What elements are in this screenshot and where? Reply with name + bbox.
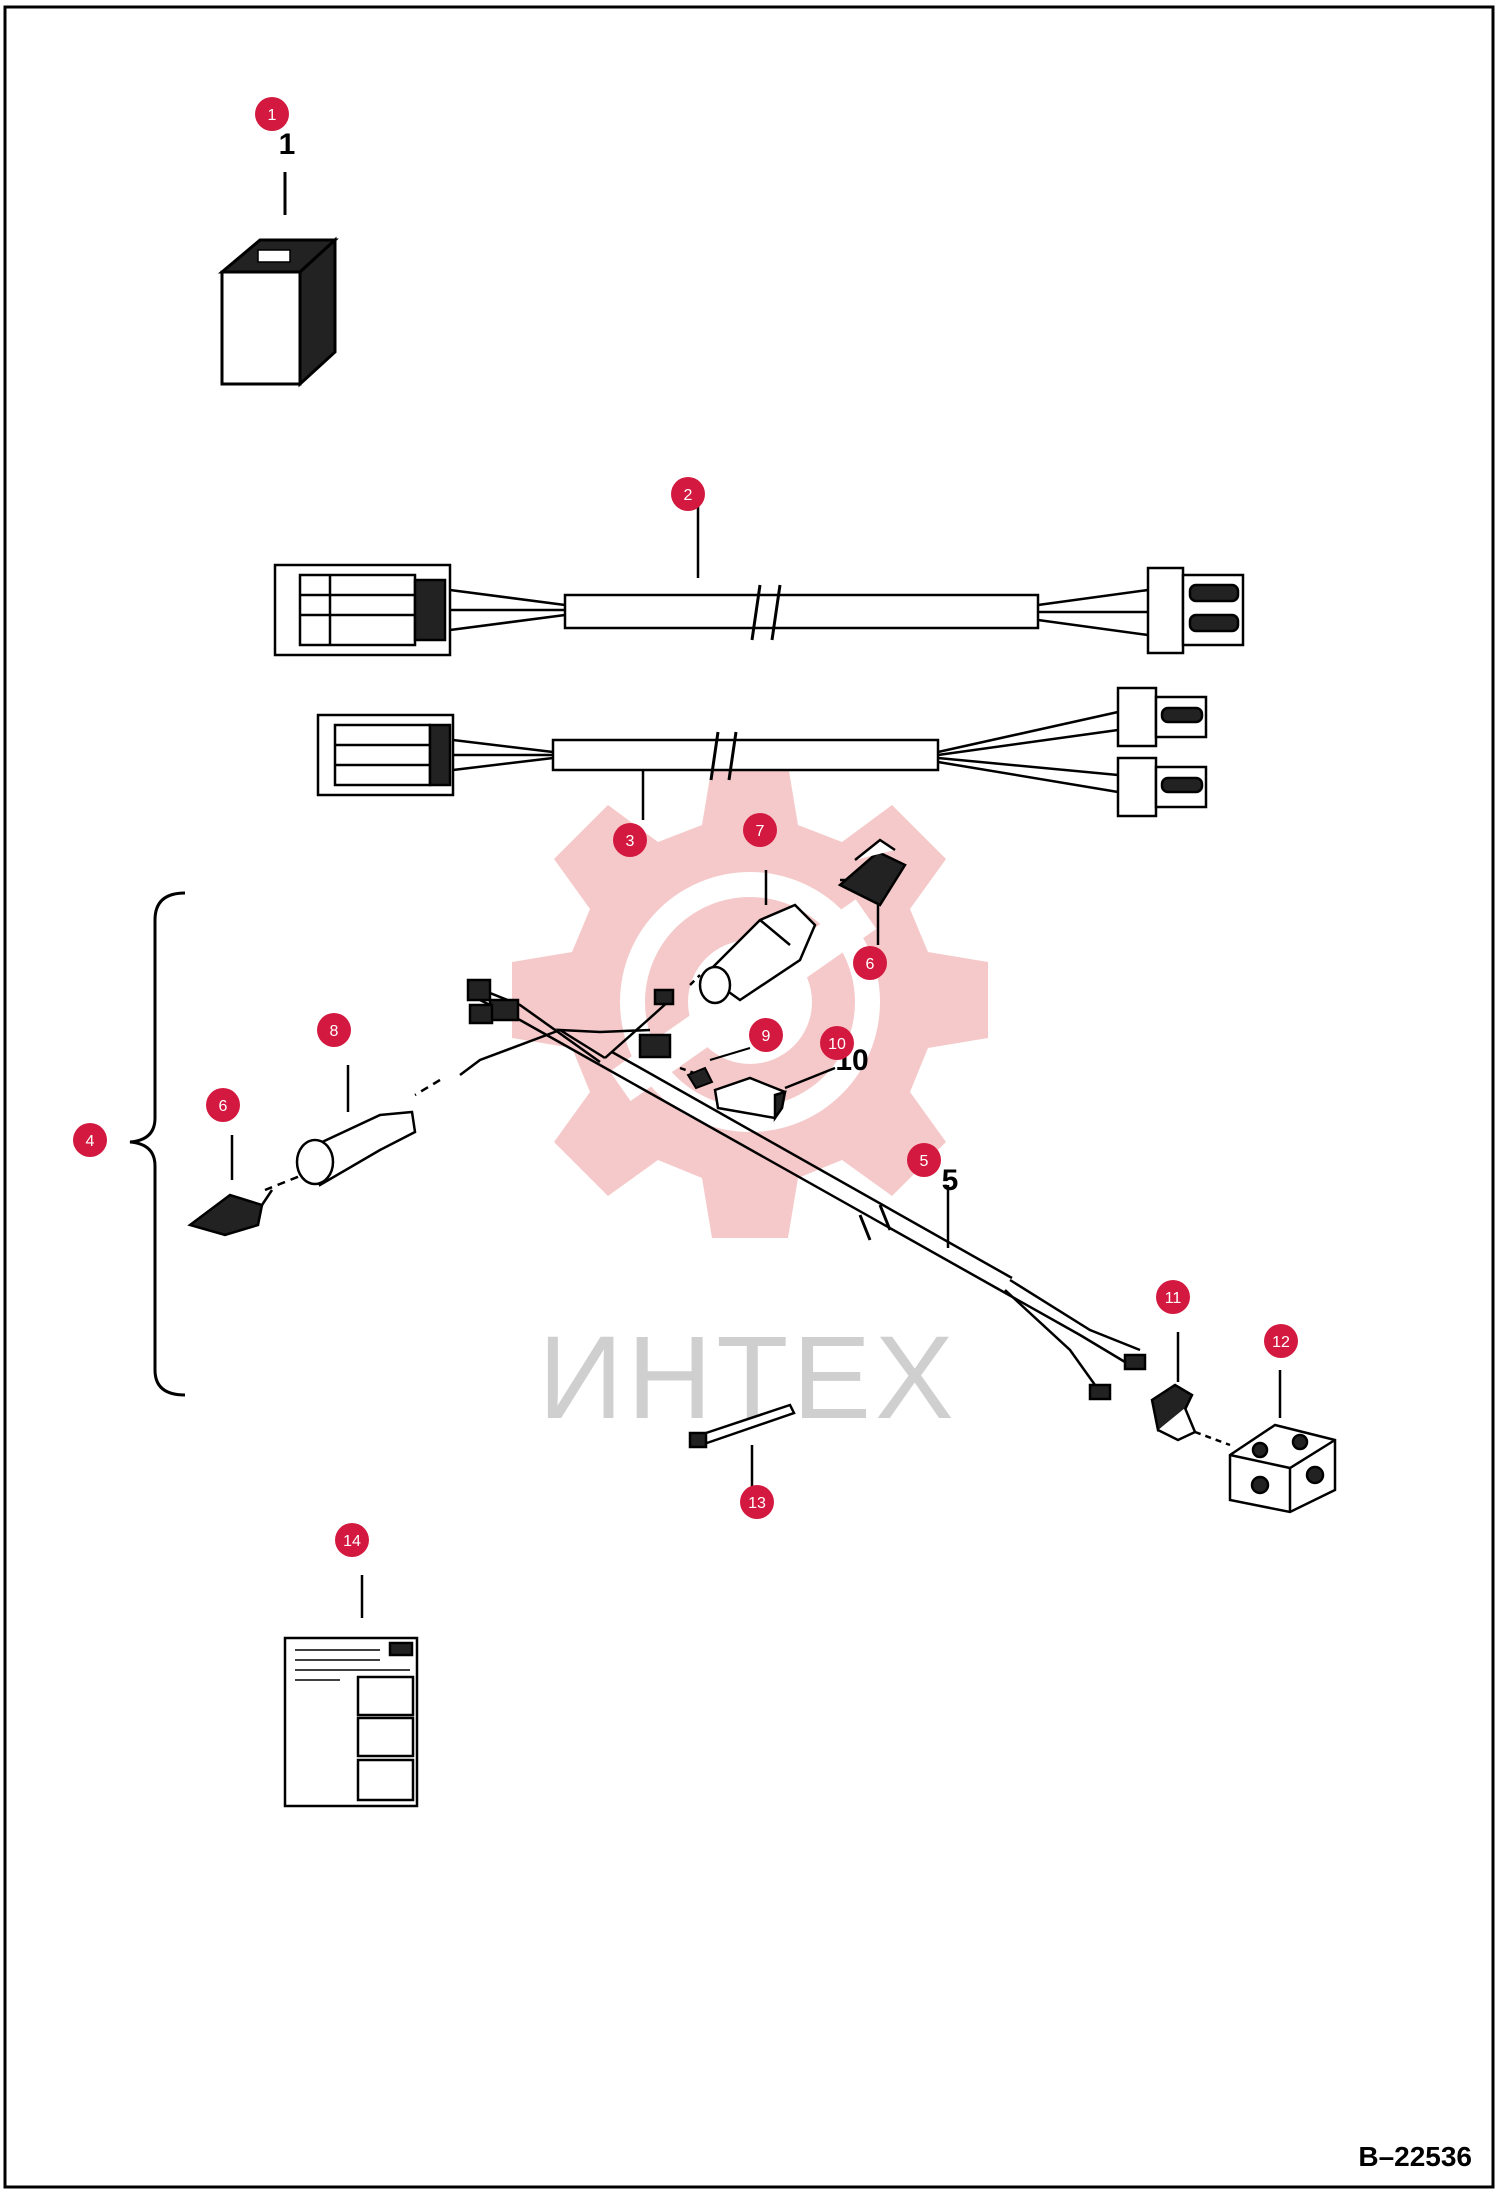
part-2-harness [273,505,1245,657]
callout-label: 2 [684,487,693,504]
callout-14[interactable]: 14 [335,1523,369,1557]
callout-label: 13 [748,1495,766,1512]
callout-7[interactable]: 7 [743,813,777,847]
printed-number-5: 5 [942,1164,959,1197]
callout-6b[interactable]: 6 [206,1088,240,1122]
callout-6a[interactable]: 6 [853,946,887,980]
callout-circle [1264,1324,1298,1358]
callout-circle [749,1018,783,1052]
callout-2[interactable]: 2 [671,477,705,511]
printed-number-1: 1 [279,128,296,161]
callout-label: 8 [330,1023,339,1040]
part-7-boot [698,870,817,1005]
callout-13[interactable]: 13 [740,1485,774,1519]
callout-circle [206,1088,240,1122]
callout-circle [743,813,777,847]
part-1-relay-box [217,172,339,388]
callout-label: 6 [866,956,875,973]
callout-circle [73,1123,107,1157]
part-5-main-harness [264,878,1147,1401]
part-14-instruction-sheet [283,1575,419,1808]
callout-label: 10 [828,1036,846,1053]
callout-circle [853,946,887,980]
callout-1[interactable]: 1 [255,97,289,131]
callout-circle [671,477,705,511]
part-6-terminal-lower [187,1135,274,1237]
part-13-cable-tie [688,1403,796,1490]
callout-10[interactable]: 10 [820,1026,854,1060]
figure-code: B–22536 [1358,2141,1472,2172]
callout-label: 1 [268,107,277,124]
callout-circle [1156,1280,1190,1314]
part-10-relay [713,1066,836,1122]
callout-label: 4 [86,1133,95,1150]
part-8-boot [295,1065,417,1187]
callout-circle [820,1026,854,1060]
callout-circle [335,1523,369,1557]
callout-9[interactable]: 9 [749,1018,783,1052]
callout-label: 14 [343,1533,361,1550]
callout-4[interactable]: 4 [73,1123,107,1157]
callout-circle [317,1013,351,1047]
part-12-block [1228,1370,1337,1514]
part-4-bracket [129,891,186,1397]
callout-circle [740,1485,774,1519]
part-11-switch [1150,1332,1231,1447]
callout-12[interactable]: 12 [1264,1324,1298,1358]
callout-circle [613,823,647,857]
callout-11[interactable]: 11 [1156,1280,1190,1314]
callout-label: 9 [762,1028,771,1045]
callout-label: 12 [1272,1334,1290,1351]
callout-circle [255,97,289,131]
part-6-terminal-upper [837,838,907,945]
callout-circle [907,1143,941,1177]
callout-label: 7 [756,823,765,840]
callout-label: 3 [626,833,635,850]
callout-3[interactable]: 3 [613,823,647,857]
callout-8[interactable]: 8 [317,1013,351,1047]
callout-label: 5 [920,1153,929,1170]
callout-label: 6 [219,1098,228,1115]
part-3-harness [316,686,1208,820]
part-9-fuse [686,1047,751,1090]
callout-5[interactable]: 5 [907,1143,941,1177]
callout-label: 11 [1165,1290,1182,1307]
page-frame [3,5,1495,2189]
